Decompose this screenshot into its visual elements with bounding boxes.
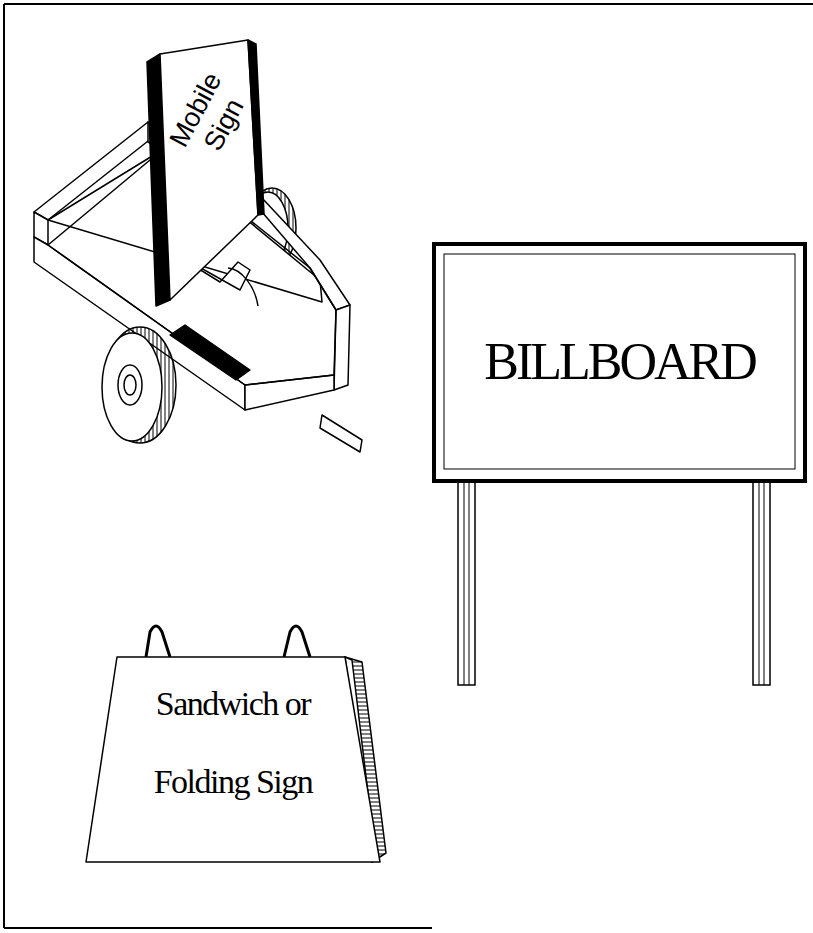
sign-text: Sandwich or Folding Sign [122, 665, 344, 821]
sandwich-sign [86, 626, 386, 862]
mobile-sign-panel [147, 40, 264, 306]
frame [4, 4, 813, 928]
sign-text: Mobile Sign [156, 53, 265, 181]
sign-text: BILLBOARD [484, 333, 755, 390]
mobile-sign-panel-text: Mobile Sign [166, 62, 254, 172]
billboard [434, 244, 805, 685]
sandwich-sign-panel: Sandwich or Folding Sign [122, 668, 344, 818]
billboard-panel: BILLBOARD [446, 256, 793, 467]
